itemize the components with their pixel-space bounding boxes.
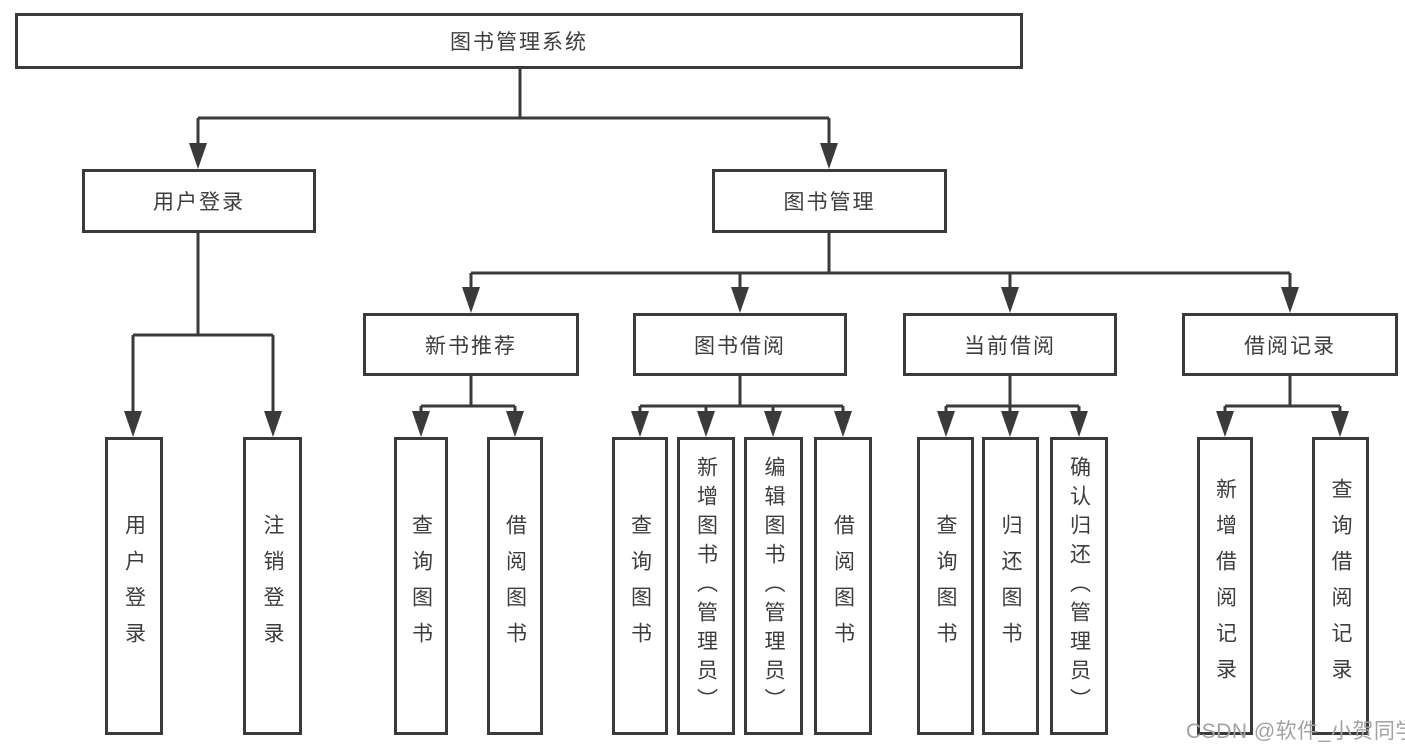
arrow-down-icon bbox=[1216, 411, 1234, 437]
node-root-label: 图书管理系统 bbox=[450, 31, 588, 54]
node-borrowing-records: 借阅记录 bbox=[1182, 313, 1398, 376]
node-user-login-group-label: 用户登录 bbox=[153, 191, 245, 214]
csdn-watermark: CSDN @软件_小贺同学 bbox=[1186, 720, 1405, 743]
node-user-login-leaf-label: 用户登录 bbox=[122, 514, 146, 658]
node-add-books-admin-label: 新增图书（管理员） bbox=[694, 455, 718, 717]
node-query-borrow-record: 查询借阅记录 bbox=[1312, 437, 1369, 735]
node-user-login-leaf: 用户登录 bbox=[105, 437, 163, 735]
arrow-down-icon bbox=[264, 411, 282, 437]
arrow-down-icon bbox=[124, 411, 142, 437]
node-query-books-3-label: 查询图书 bbox=[934, 514, 957, 658]
arrow-down-icon bbox=[631, 411, 649, 437]
node-borrow-books-1: 借阅图书 bbox=[487, 437, 543, 735]
node-return-books-label: 归还图书 bbox=[999, 514, 1022, 658]
node-query-books-1-label: 查询图书 bbox=[409, 514, 433, 658]
node-current-borrowing-label: 当前借阅 bbox=[964, 334, 1056, 358]
node-confirm-return-admin: 确认归还（管理员） bbox=[1050, 437, 1108, 735]
node-borrow-books-1-label: 借阅图书 bbox=[503, 514, 527, 658]
node-return-books: 归还图书 bbox=[982, 437, 1039, 735]
arrow-down-icon bbox=[834, 411, 852, 437]
node-book-borrowing-label: 图书借阅 bbox=[694, 334, 786, 358]
node-query-books-2-label: 查询图书 bbox=[628, 514, 652, 658]
node-new-book-recommendation-label: 新书推荐 bbox=[425, 334, 517, 358]
node-logout: 注销登录 bbox=[243, 437, 302, 735]
arrow-down-icon bbox=[764, 411, 782, 437]
node-query-books-3: 查询图书 bbox=[917, 437, 974, 735]
arrow-down-icon bbox=[189, 143, 207, 169]
node-edit-books-admin: 编辑图书（管理员） bbox=[744, 437, 803, 735]
node-add-borrow-record: 新增借阅记录 bbox=[1197, 437, 1253, 735]
node-user-login-group: 用户登录 bbox=[82, 169, 316, 233]
node-query-books-2: 查询图书 bbox=[612, 437, 668, 735]
node-borrow-books-2: 借阅图书 bbox=[814, 437, 872, 735]
node-borrow-books-2-label: 借阅图书 bbox=[831, 514, 855, 658]
node-book-management: 图书管理 bbox=[712, 169, 947, 233]
arrowheads bbox=[124, 143, 1349, 437]
node-new-book-recommendation: 新书推荐 bbox=[363, 313, 579, 376]
arrow-down-icon bbox=[1070, 411, 1088, 437]
arrow-down-icon bbox=[1331, 411, 1349, 437]
arrow-down-icon bbox=[1281, 287, 1299, 313]
arrow-down-icon bbox=[937, 411, 955, 437]
arrow-down-icon bbox=[697, 411, 715, 437]
node-book-borrowing: 图书借阅 bbox=[633, 313, 847, 376]
arrow-down-icon bbox=[412, 411, 430, 437]
node-confirm-return-admin-label: 确认归还（管理员） bbox=[1067, 455, 1091, 717]
node-query-borrow-record-label: 查询借阅记录 bbox=[1329, 478, 1352, 694]
node-add-books-admin: 新增图书（管理员） bbox=[677, 437, 735, 735]
arrow-down-icon bbox=[820, 143, 838, 169]
node-query-books-1: 查询图书 bbox=[394, 437, 448, 735]
node-book-management-label: 图书管理 bbox=[783, 191, 876, 214]
arrow-down-icon bbox=[1001, 411, 1019, 437]
node-root: 图书管理系统 bbox=[15, 13, 1023, 69]
node-logout-label: 注销登录 bbox=[261, 514, 284, 658]
arrow-down-icon bbox=[462, 287, 480, 313]
node-current-borrowing: 当前借阅 bbox=[903, 313, 1117, 376]
arrow-down-icon bbox=[506, 411, 524, 437]
node-borrowing-records-label: 借阅记录 bbox=[1244, 334, 1336, 358]
node-add-borrow-record-label: 新增借阅记录 bbox=[1213, 478, 1237, 694]
arrow-down-icon bbox=[1001, 287, 1019, 313]
arrow-down-icon bbox=[731, 287, 749, 313]
node-edit-books-admin-label: 编辑图书（管理员） bbox=[762, 455, 785, 717]
